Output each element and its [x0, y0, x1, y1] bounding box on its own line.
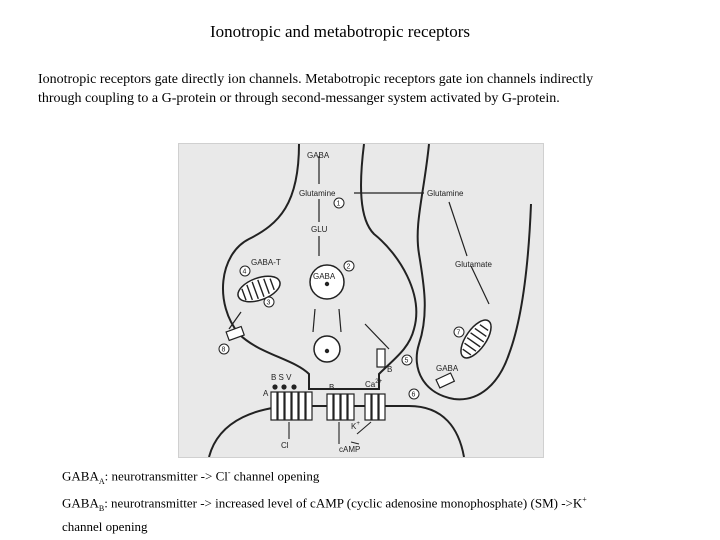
label-cl: Cl [281, 441, 289, 450]
gaba-synapse-diagram: 1 2 3 8 5 6 7 4 GABA Glutamine Glutamine… [179, 144, 543, 457]
step-1-label: 1 [337, 201, 341, 208]
caption-line-3: channel opening [62, 518, 682, 536]
label-b-right: B [387, 365, 392, 374]
step-4-label: 4 [243, 269, 247, 276]
presynaptic-mitochondrion [235, 271, 284, 307]
page-title: Ionotropic and metabotropic receptors [0, 22, 680, 42]
releasing-vesicle-core [325, 349, 329, 353]
label-gaba-top: GABA [307, 151, 330, 160]
label-glu: GLU [311, 225, 328, 234]
caption: GABAA: neurotransmitter -> Cl- channel o… [62, 464, 682, 536]
intro-line-2: through coupling to a G-protein or throu… [38, 89, 688, 108]
step-7-label: 7 [457, 330, 461, 337]
caption-line-2: GABAB: neurotransmitter -> increased lev… [62, 491, 682, 518]
label-glutamate: Glutamate [455, 260, 492, 269]
step-6-label: 6 [412, 392, 416, 399]
step-8-label: 8 [222, 347, 226, 354]
caption-line-1: GABAA: neurotransmitter -> Cl- channel o… [62, 464, 682, 491]
gaba-b-receptor [327, 394, 354, 420]
binding-sites [272, 384, 296, 389]
label-gaba-glia: GABA [436, 364, 459, 373]
label-glutamine-left: Glutamine [299, 189, 336, 198]
intro-line-1: Ionotropic receptors gate directly ion c… [38, 70, 688, 89]
gaba-a-receptor [271, 392, 312, 420]
step-5-label: 5 [405, 358, 409, 365]
calcium-channel [365, 394, 385, 420]
intro-paragraph: Ionotropic receptors gate directly ion c… [38, 70, 688, 108]
label-glutamine-right: Glutamine [427, 189, 464, 198]
label-bsv: B S V [271, 373, 292, 382]
pathway-arrows [229, 156, 489, 349]
label-b-receptor: B [329, 383, 334, 392]
gaba-synapse-figure: 1 2 3 8 5 6 7 4 GABA Glutamine Glutamine… [178, 143, 544, 458]
label-gaba-vesicle: GABA [313, 272, 336, 281]
glial-mitochondrion [455, 315, 497, 363]
step-3-label: 3 [267, 300, 271, 307]
step-2-label: 2 [347, 264, 351, 271]
glial-transporter [436, 373, 454, 388]
autoreceptor-b [377, 349, 385, 367]
label-camp: cAMP [339, 445, 360, 454]
label-gaba-t: GABA-T [251, 258, 281, 267]
label-k: K+ [351, 421, 360, 431]
label-a: A [263, 389, 269, 398]
vesicle-core [325, 282, 329, 286]
